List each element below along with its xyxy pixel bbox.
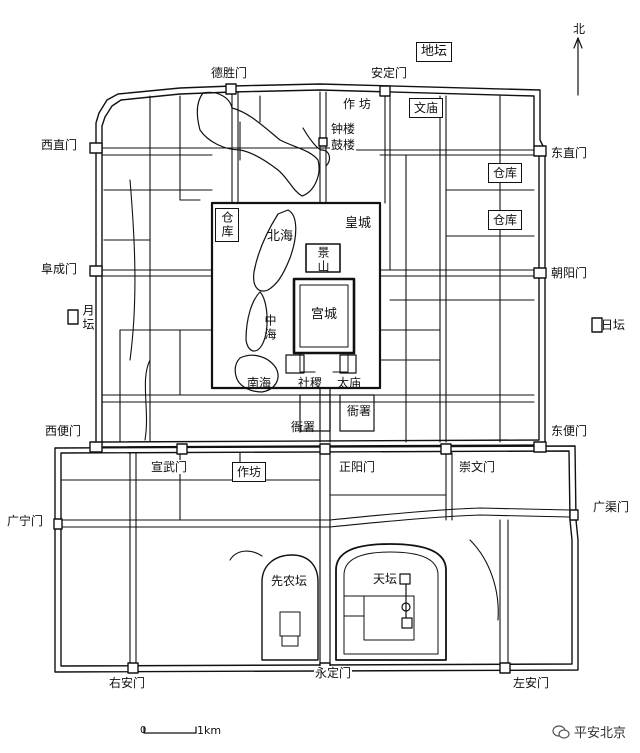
label-xizhimen: 西直门 bbox=[40, 138, 79, 152]
label-yuetan: 月坛 bbox=[81, 304, 95, 332]
scale-bar bbox=[143, 726, 197, 734]
lakes bbox=[196, 91, 331, 393]
label-guangqumen: 广渠门 bbox=[592, 500, 631, 514]
imperial-city-wall bbox=[210, 201, 382, 390]
label-chaoyangmen: 朝阳门 bbox=[550, 266, 589, 280]
label-zuofang-north: 作 坊 bbox=[342, 97, 372, 111]
label-cangku-west: 仓库 bbox=[215, 208, 239, 242]
label-huangcheng: 皇城 bbox=[345, 216, 372, 231]
xiannongtan-enclosure bbox=[261, 554, 319, 661]
label-jingshan: 景山 bbox=[316, 246, 330, 274]
label-sheji: 社稷 bbox=[298, 376, 323, 390]
wechat-icon bbox=[552, 724, 570, 739]
forbidden-city bbox=[292, 243, 356, 373]
label-ritan: 日坛 bbox=[601, 318, 626, 332]
label-nanhai: 南海 bbox=[247, 376, 272, 390]
outer-roads bbox=[60, 452, 571, 665]
label-zhonglou: 钟楼 bbox=[330, 122, 357, 136]
label-beihai: 北海 bbox=[267, 229, 294, 244]
label-zuoanmen: 左安门 bbox=[512, 676, 551, 690]
label-zhonghai: 中海 bbox=[263, 314, 277, 342]
label-zuofang-south: 作坊 bbox=[232, 462, 267, 482]
label-xiannongtan: 先农坛 bbox=[271, 574, 308, 588]
label-cangku-1: 仓库 bbox=[488, 163, 523, 183]
label-ditan: 地坛 bbox=[416, 42, 453, 62]
label-dongzhimen: 东直门 bbox=[550, 146, 589, 160]
watermark-text: 平安北京 bbox=[573, 726, 626, 741]
label-yamen-east: 衙署 bbox=[347, 404, 372, 418]
scale-zero-label: 0 bbox=[140, 725, 147, 736]
label-cangku-2: 仓库 bbox=[488, 210, 523, 230]
label-wenmiao: 文庙 bbox=[409, 98, 444, 118]
label-yongdingmen: 永定门 bbox=[314, 666, 353, 680]
scale-km-label: 1km bbox=[197, 724, 222, 737]
label-guanganmen: 广宁门 bbox=[6, 514, 45, 528]
outer-altars bbox=[67, 309, 603, 333]
label-taimiao: 太庙 bbox=[337, 376, 362, 390]
label-yamen-west: 衙署 bbox=[291, 420, 316, 434]
label-gulou: 鼓楼 bbox=[330, 138, 357, 152]
label-chongwenmen: 崇文门 bbox=[458, 460, 497, 474]
label-youanmen: 右安门 bbox=[108, 676, 147, 690]
label-tiantan: 天坛 bbox=[373, 572, 398, 586]
outer-city-wall bbox=[54, 445, 579, 673]
label-andingmen: 安定门 bbox=[370, 66, 409, 80]
inner-roads bbox=[101, 91, 535, 443]
sheji-taimiao bbox=[285, 354, 375, 432]
label-dongbianmen: 东便门 bbox=[550, 424, 589, 438]
label-fuchengmen: 阜成门 bbox=[40, 262, 79, 276]
tiantan-enclosure bbox=[335, 543, 447, 661]
north-label: 北 bbox=[573, 22, 586, 36]
label-zhengyangmen: 正阳门 bbox=[338, 460, 377, 474]
label-xuanwumen: 宣武门 bbox=[150, 460, 189, 474]
label-deshengmen: 德胜门 bbox=[210, 66, 249, 80]
watermark: 平安北京 bbox=[551, 722, 626, 741]
label-gongcheng: 宫城 bbox=[311, 307, 338, 322]
label-xibianmen: 西便门 bbox=[44, 424, 83, 438]
